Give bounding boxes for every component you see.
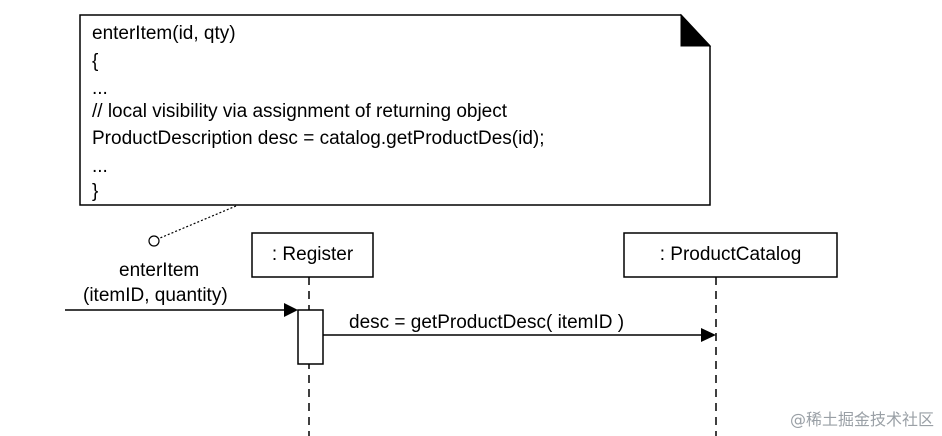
call-message-arrowhead [701,328,716,342]
register-activation-bar [297,309,324,365]
note-line: // local visibility via assignment of re… [92,101,508,122]
note-line: ... [92,156,108,177]
catalog-label: : ProductCatalog [659,244,802,265]
note-line: ... [92,78,108,99]
call-message-label: desc = getProductDesc( itemID ) [349,312,625,333]
note-line: { [92,51,99,72]
note-folded-corner [680,13,712,47]
note-line: enterItem(id, qty) [92,23,236,44]
note-line: } [92,181,99,202]
register-label: : Register [271,244,354,265]
note-anchor-circle [148,235,160,247]
register-lifeline-box [251,232,374,278]
found-message-arrowhead [284,303,298,317]
found-message-label-line2: (itemID, quantity) [83,285,228,306]
found-message-label-line1: enterItem [119,260,200,281]
watermark: @稀土掘金技术社区 [789,410,934,429]
catalog-lifeline-box [623,232,838,278]
note-line: ProductDescription desc = catalog.getPro… [92,128,545,149]
note-anchor-line [159,205,237,239]
note-box [79,14,711,206]
